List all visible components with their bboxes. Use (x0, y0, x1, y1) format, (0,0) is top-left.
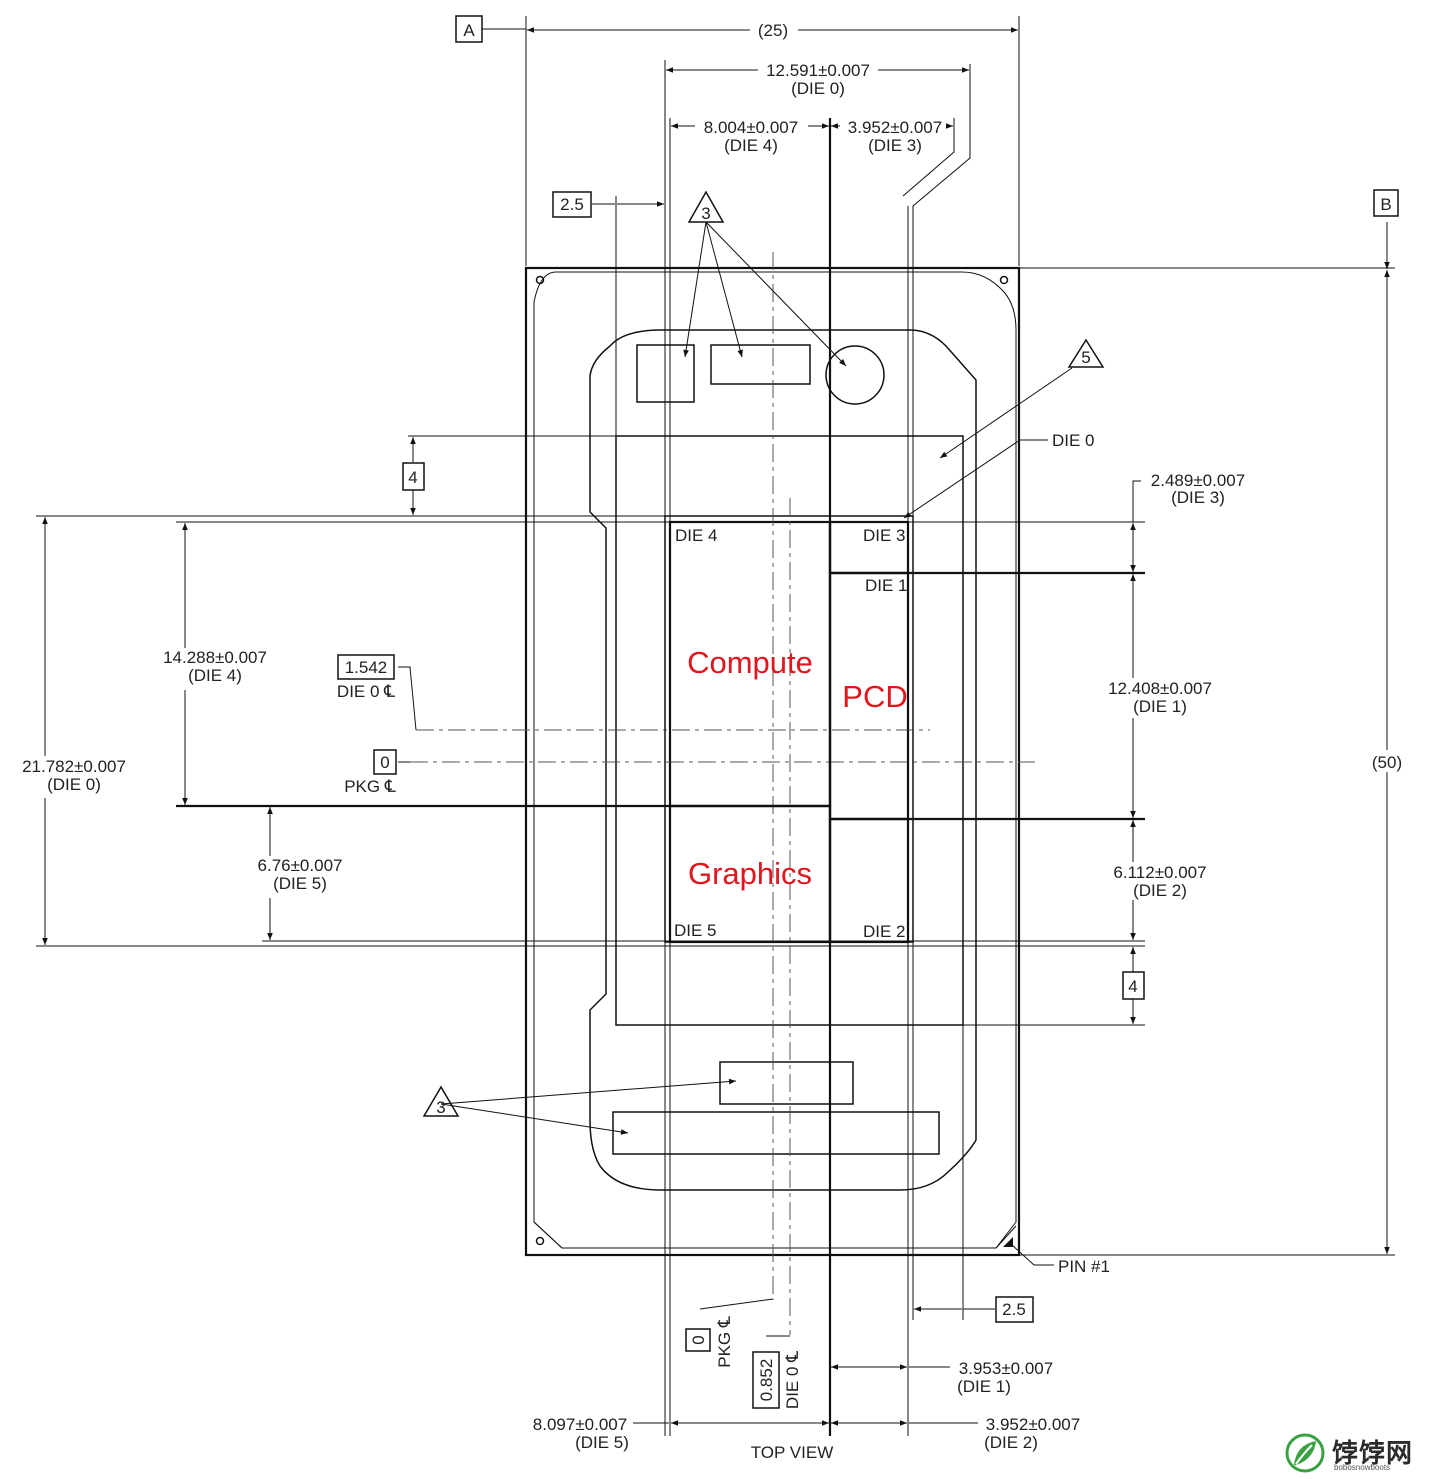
die5-label: DIE 5 (674, 921, 717, 940)
width-pkg-dim: (25) (758, 21, 788, 40)
die0-label: DIE 0 (1052, 431, 1095, 450)
passive-component-3 (719, 1061, 854, 1105)
die3-height-label: (DIE 3) (1171, 488, 1225, 507)
edge-bottom-right-dim: 2.5 (1002, 1300, 1026, 1319)
die2-width-label: (DIE 2) (984, 1433, 1038, 1452)
die3-width-dim: 3.952±0.007 (848, 118, 942, 137)
die0-cl-label-bottom: DIE 0 ℄ (783, 1351, 802, 1409)
svg-text:5: 5 (1081, 348, 1090, 367)
pkg-cl-label: PKG ℄ (344, 777, 396, 796)
die0-width-dim: 12.591±0.007 (766, 61, 870, 80)
site-watermark: 饽饽网 bobosnowboots (1284, 1431, 1434, 1475)
compute-label: Compute (687, 645, 813, 680)
corner-hole-tl (535, 275, 545, 285)
die1-label: DIE 1 (865, 576, 908, 595)
watermark-text: 饽饽网 (1332, 1438, 1414, 1468)
passive-component-4 (612, 1111, 940, 1155)
height-pkg-dim: (50) (1372, 753, 1402, 772)
die1-width-label: (DIE 1) (957, 1377, 1011, 1396)
passive-component-2 (710, 344, 811, 385)
pin1-marker (1003, 1237, 1013, 1247)
note-flag-3-top (687, 190, 725, 223)
pin1-label: PIN #1 (1058, 1257, 1110, 1276)
corner-holes (535, 275, 1013, 1247)
svg-text:A: A (463, 21, 475, 40)
die1-width-dim: 3.953±0.007 (959, 1359, 1053, 1378)
die-stack-area (665, 516, 913, 942)
die0-height-dim: 21.782±0.007 (22, 757, 126, 776)
watermark-subtext: bobosnowboots (1334, 1463, 1391, 1472)
view-title: TOP VIEW (751, 1443, 834, 1462)
svg-text:3: 3 (701, 204, 710, 223)
pcd-label: PCD (842, 679, 907, 714)
pkg-cl-zero: 0 (380, 753, 389, 772)
die4-label: DIE 4 (675, 526, 718, 545)
block-annotations: Compute PCD Graphics (687, 645, 908, 891)
boxed-dimensions: 2.5 2.5 4 4 1.542 DIE 0 ℄ 0 PKG ℄ 0 PKG … (337, 191, 1145, 1409)
note-flag-5 (1067, 338, 1105, 368)
pkg-cl-zero-bottom: 0 (689, 1335, 708, 1344)
graphics-label: Graphics (688, 856, 812, 891)
die4-height-dim: 14.288±0.007 (163, 648, 267, 667)
die0-cl-offset: 1.542 (345, 658, 388, 677)
die5-width-label: (DIE 5) (575, 1433, 629, 1452)
die4-height-label: (DIE 4) (188, 666, 242, 685)
pkg-cl-label-bottom: PKG ℄ (715, 1316, 734, 1368)
inner-keepout-outline (589, 329, 977, 1191)
dimension-arrows (42, 27, 1390, 1426)
passive-component-round (825, 345, 885, 405)
corner-hole-tr (999, 275, 1009, 285)
die0-cl-label: DIE 0 ℄ (337, 682, 395, 701)
die1-height-label: (DIE 1) (1133, 697, 1187, 716)
die4-width-dim: 8.004±0.007 (704, 118, 798, 137)
note-flag-3-bottom (422, 1085, 460, 1117)
die3-height-dim: 2.489±0.007 (1151, 471, 1245, 490)
datum-a: A (455, 15, 526, 43)
die2-height-dim: 6.112±0.007 (1113, 863, 1206, 882)
die0-height-label: (DIE 0) (47, 775, 101, 794)
die3-width-label: (DIE 3) (868, 136, 922, 155)
note-flags: 3 3 5 (422, 190, 1105, 1117)
die0-width-label: (DIE 0) (791, 79, 845, 98)
die5-height-dim: 6.76±0.007 (258, 856, 343, 875)
extension-lines (36, 16, 1395, 1436)
die0-cl-offset-bottom: 0.852 (757, 1359, 776, 1402)
bottom-margin-dim: 4 (1128, 977, 1137, 996)
top-margin-dim: 4 (408, 468, 417, 487)
die4-width-label: (DIE 4) (724, 136, 778, 155)
datum-b: B (1373, 189, 1399, 217)
die1-height-dim: 12.408±0.007 (1108, 679, 1212, 698)
svg-text:B: B (1380, 195, 1391, 214)
die-labels: DIE 0 DIE 4 DIE 3 DIE 1 DIE 5 DIE 2 PIN … (674, 431, 1110, 1462)
passive-components (612, 344, 940, 1155)
leaf-logo-icon (1285, 1433, 1325, 1473)
center-lines (410, 252, 1035, 1335)
die2-height-label: (DIE 2) (1133, 881, 1187, 900)
dimension-texts: (25) (50) 12.591±0.007 (DIE 0) 8.004±0.0… (22, 21, 1402, 1452)
svg-text:3: 3 (436, 1098, 445, 1117)
die5-height-label: (DIE 5) (273, 874, 327, 893)
die3-label: DIE 3 (863, 526, 906, 545)
die2-width-dim: 3.952±0.007 (986, 1415, 1080, 1434)
die5-width-dim: 8.097±0.007 (533, 1415, 627, 1434)
corner-hole-bl (535, 1236, 545, 1246)
leader-lines (398, 221, 1073, 1337)
edge-top-left-dim: 2.5 (560, 195, 584, 214)
die2-label: DIE 2 (863, 922, 906, 941)
